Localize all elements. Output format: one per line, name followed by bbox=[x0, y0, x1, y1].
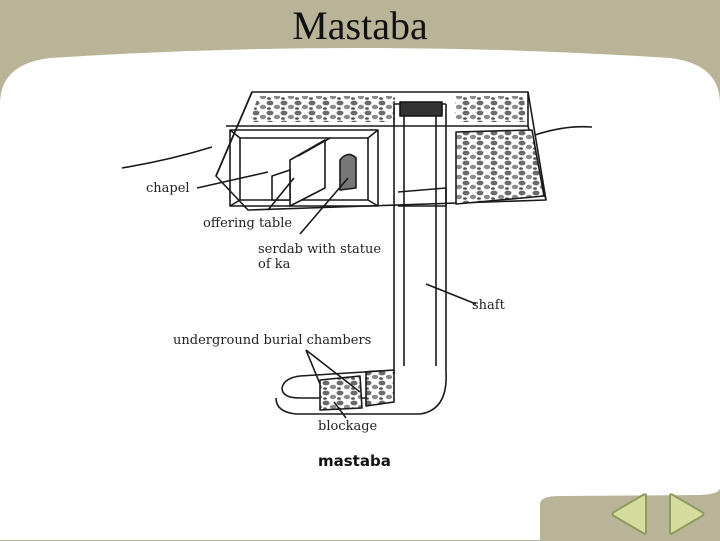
triangle-left-icon bbox=[611, 493, 647, 535]
ground-line bbox=[121, 146, 213, 169]
label-offering-table: offering table bbox=[203, 216, 293, 231]
label-burial-chambers: underground burial chambers bbox=[173, 333, 372, 348]
burial-chambers bbox=[275, 369, 447, 415]
next-slide-button[interactable] bbox=[664, 492, 708, 536]
label-shaft: shaft bbox=[472, 298, 505, 313]
burial-shaft bbox=[393, 101, 447, 372]
label-blockage: blockage bbox=[318, 419, 378, 434]
serdab-wall bbox=[271, 137, 357, 207]
triangle-right-icon bbox=[669, 493, 705, 535]
label-serdab-line1: serdab with statue bbox=[258, 242, 382, 257]
label-serdab-line2: of ka bbox=[258, 257, 291, 272]
diagram-caption: mastaba bbox=[318, 452, 391, 470]
slide-title: Mastaba bbox=[292, 3, 428, 48]
previous-slide-button[interactable] bbox=[608, 492, 652, 536]
label-chapel: chapel bbox=[146, 181, 190, 196]
